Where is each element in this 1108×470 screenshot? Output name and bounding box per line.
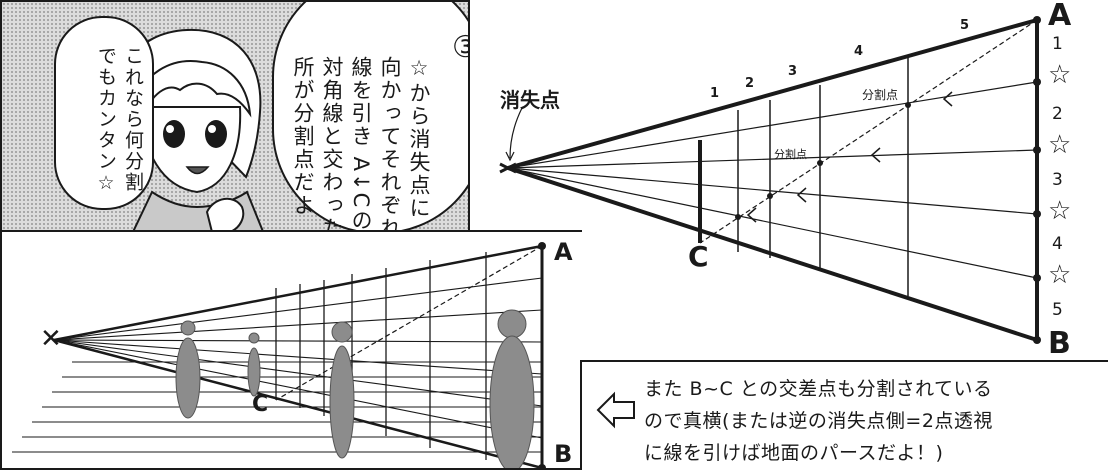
vanishing-pointer	[509, 107, 523, 159]
left-arrow-icon	[596, 391, 635, 429]
figure-silhouettes	[175, 309, 535, 468]
caption-line-3: に線を引けば地面のパースだよ！)	[644, 442, 944, 464]
label-a: A	[1048, 0, 1072, 33]
edge-top	[507, 18, 1038, 170]
ground-vanishing-mark: ✕	[40, 324, 62, 354]
ground-perspective-diagram	[12, 242, 546, 468]
side-number-3: 3	[1052, 170, 1063, 190]
side-number-2: 2	[1052, 104, 1063, 124]
ground-label-c: C	[252, 392, 269, 417]
diagonal-a-c	[699, 19, 1038, 244]
speech-bubble-right: ③ ☆から消失点に 向かってそれぞれ 線を引き A↓Cの 対角線と交わった 所が…	[272, 2, 468, 232]
ground-converging-lines	[53, 244, 543, 468]
side-number-4: 4	[1052, 234, 1063, 254]
ground-label-b: B	[554, 440, 573, 468]
ground-horizontal-lines	[12, 361, 542, 453]
caption-box: また B~C との交差点も分割されている ので真横(または逆の消失点側=2点透視…	[580, 360, 1108, 470]
column-number-1: 1	[710, 86, 720, 101]
column-number-2: 2	[745, 76, 755, 91]
speech-text-left: これなら何分割 でもカンタン☆	[95, 46, 144, 196]
division-point-label-1: 分割点	[862, 88, 899, 102]
perspective-diagram	[499, 16, 1041, 344]
side-number-5: 5	[1052, 300, 1063, 320]
ground-perspective-panel: ✕ A B C	[0, 230, 582, 470]
direction-arrows	[746, 91, 953, 223]
division-point-label-2: 分割点	[774, 148, 807, 161]
ground-diagonal	[275, 245, 543, 401]
star-icon: ☆	[1048, 196, 1072, 226]
side-number-1: 1	[1052, 34, 1063, 54]
speech-bubble-left: これなら何分割 でもカンタン☆	[54, 16, 154, 210]
converging-lines	[507, 81, 1038, 279]
speech-text-right: ☆から消失点に 向かってそれぞれ 線を引き A↓Cの 対角線と交わった 所が分割…	[291, 56, 431, 232]
column-number-5: 5	[960, 18, 970, 33]
edge-bottom	[507, 166, 1038, 342]
vanishing-point-label: 消失点	[500, 88, 560, 112]
step-number: ③	[452, 30, 468, 65]
column-number-3: 3	[788, 64, 798, 79]
label-c: C	[688, 240, 709, 273]
character-panel: これなら何分割 でもカンタン☆ ③ ☆から消失点に 向かってそれぞれ 線を引き …	[0, 0, 470, 232]
caption-line-2: ので真横(または逆の消失点側=2点透視	[644, 410, 993, 432]
star-icon: ☆	[1048, 60, 1072, 90]
label-b: B	[1048, 326, 1071, 361]
intersection-dots	[735, 16, 1041, 344]
division-lines	[737, 58, 909, 296]
column-number-4: 4	[854, 44, 864, 59]
ground-vertical-lines	[275, 252, 487, 460]
star-icon: ☆	[1048, 260, 1072, 290]
star-icon: ☆	[1048, 130, 1072, 160]
caption-line-1: また B~C との交差点も分割されている	[644, 378, 993, 400]
ground-label-a: A	[554, 238, 573, 266]
